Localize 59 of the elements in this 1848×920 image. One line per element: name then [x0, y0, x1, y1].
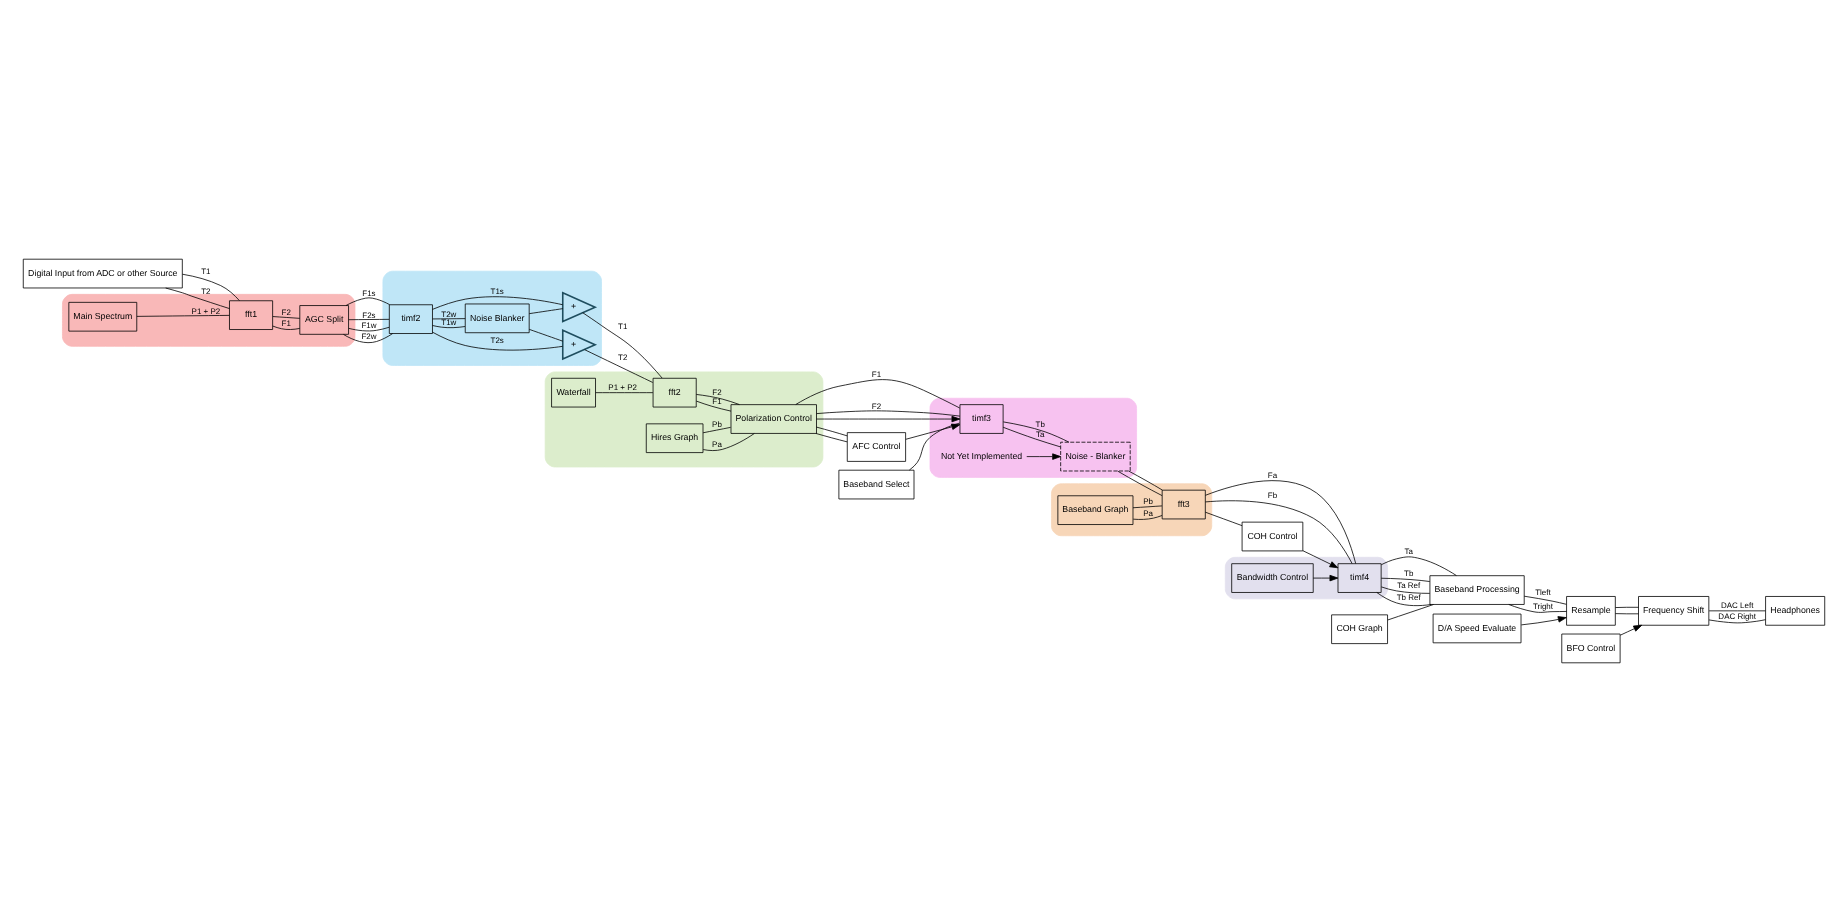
connector — [432, 295, 563, 309]
connector — [1380, 555, 1457, 575]
arrow — [1312, 573, 1339, 581]
connector — [1708, 609, 1766, 611]
connector — [816, 409, 961, 416]
cluster — [1224, 555, 1388, 599]
arrow — [905, 422, 961, 439]
connector — [1132, 514, 1163, 519]
connector — [695, 393, 740, 404]
connector — [1205, 499, 1353, 563]
connector — [1002, 420, 1070, 442]
connector — [582, 311, 663, 378]
connector — [702, 432, 755, 450]
connector — [272, 324, 301, 329]
connector — [1002, 425, 1061, 447]
connector — [1615, 612, 1639, 614]
connector — [1387, 603, 1434, 620]
connector — [595, 391, 654, 393]
connector — [1376, 591, 1432, 606]
connector — [348, 317, 390, 320]
connector — [908, 421, 961, 470]
connector — [1132, 504, 1163, 508]
connector — [272, 315, 301, 318]
connector — [1205, 510, 1243, 526]
connector — [1380, 585, 1431, 593]
connector — [816, 425, 848, 436]
connector — [696, 399, 732, 411]
connector — [1380, 576, 1431, 581]
connector — [795, 378, 961, 408]
connector — [1117, 469, 1163, 495]
connector — [815, 432, 848, 442]
cluster — [544, 370, 824, 467]
connector — [1205, 479, 1357, 563]
cluster — [62, 292, 356, 346]
connector — [702, 425, 731, 433]
arrow — [1302, 549, 1339, 568]
arrow — [1026, 452, 1061, 459]
connector — [345, 296, 390, 305]
connector — [1615, 605, 1639, 607]
connector — [348, 325, 390, 331]
cluster — [929, 396, 1137, 477]
connector — [1128, 469, 1163, 490]
arrow — [1520, 615, 1567, 625]
connector — [528, 307, 564, 314]
connector — [1708, 618, 1766, 623]
connector — [432, 317, 466, 319]
connector — [1523, 594, 1567, 604]
connector — [136, 313, 230, 316]
cluster — [1051, 482, 1213, 536]
arrow — [816, 414, 961, 422]
connector — [432, 330, 563, 350]
connector — [165, 286, 230, 308]
connector — [432, 324, 466, 328]
connector — [584, 348, 654, 382]
arrow — [1619, 623, 1643, 635]
connector — [182, 272, 240, 300]
connector — [528, 327, 564, 341]
connector — [343, 332, 394, 343]
connector — [1508, 603, 1567, 612]
